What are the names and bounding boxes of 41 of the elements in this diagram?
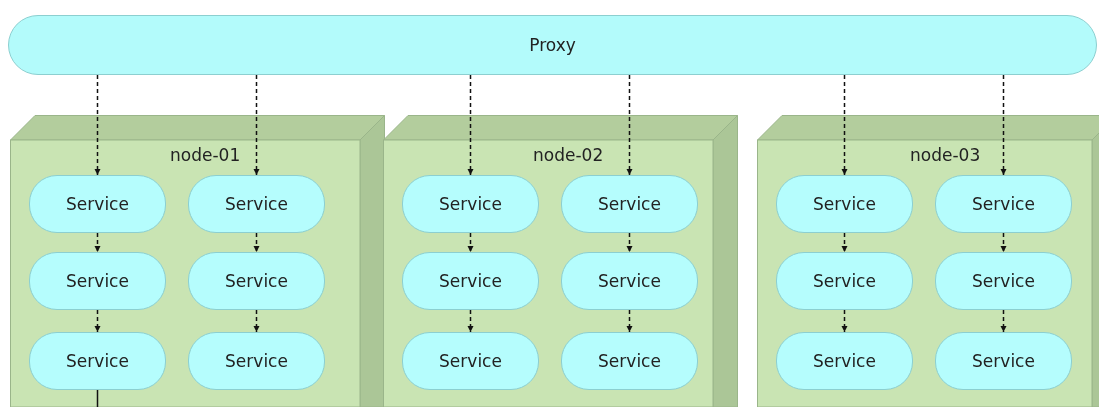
service-box: Service <box>776 332 913 390</box>
service-box: Service <box>188 252 325 310</box>
dashed-arrow <box>253 309 260 333</box>
dashed-arrow <box>1000 232 1007 253</box>
service-box: Service <box>188 332 325 390</box>
service-box: Service <box>188 175 325 233</box>
service-box: Service <box>402 332 539 390</box>
service-box: Service <box>776 252 913 310</box>
dashed-arrow <box>626 232 633 253</box>
service-box: Service <box>935 332 1072 390</box>
dashed-arrow <box>94 74 101 176</box>
dashed-arrow <box>253 74 260 176</box>
dashed-arrow <box>467 309 474 333</box>
dashed-arrow <box>841 309 848 333</box>
dashed-arrow <box>467 232 474 253</box>
service-box: Service <box>402 252 539 310</box>
service-box: Service <box>29 175 166 233</box>
service-box: Service <box>776 175 913 233</box>
service-box: Service <box>935 252 1072 310</box>
dashed-arrow <box>626 74 633 176</box>
service-box: Service <box>29 332 166 390</box>
node-title: node-01 <box>170 145 241 165</box>
dashed-arrow <box>626 309 633 333</box>
proxy-box: Proxy <box>8 15 1097 75</box>
service-box: Service <box>935 175 1072 233</box>
dashed-arrow <box>841 74 848 176</box>
connector-line <box>96 389 99 407</box>
dashed-arrow <box>94 232 101 253</box>
node-title: node-02 <box>533 145 604 165</box>
service-box: Service <box>29 252 166 310</box>
dashed-arrow <box>1000 74 1007 176</box>
dashed-arrow <box>253 232 260 253</box>
service-box: Service <box>561 332 698 390</box>
service-box: Service <box>402 175 539 233</box>
dashed-arrow <box>467 74 474 176</box>
dashed-arrow <box>841 232 848 253</box>
dashed-arrow <box>1000 309 1007 333</box>
service-box: Service <box>561 175 698 233</box>
node-title: node-03 <box>910 145 981 165</box>
service-box: Service <box>561 252 698 310</box>
dashed-arrow <box>94 309 101 333</box>
